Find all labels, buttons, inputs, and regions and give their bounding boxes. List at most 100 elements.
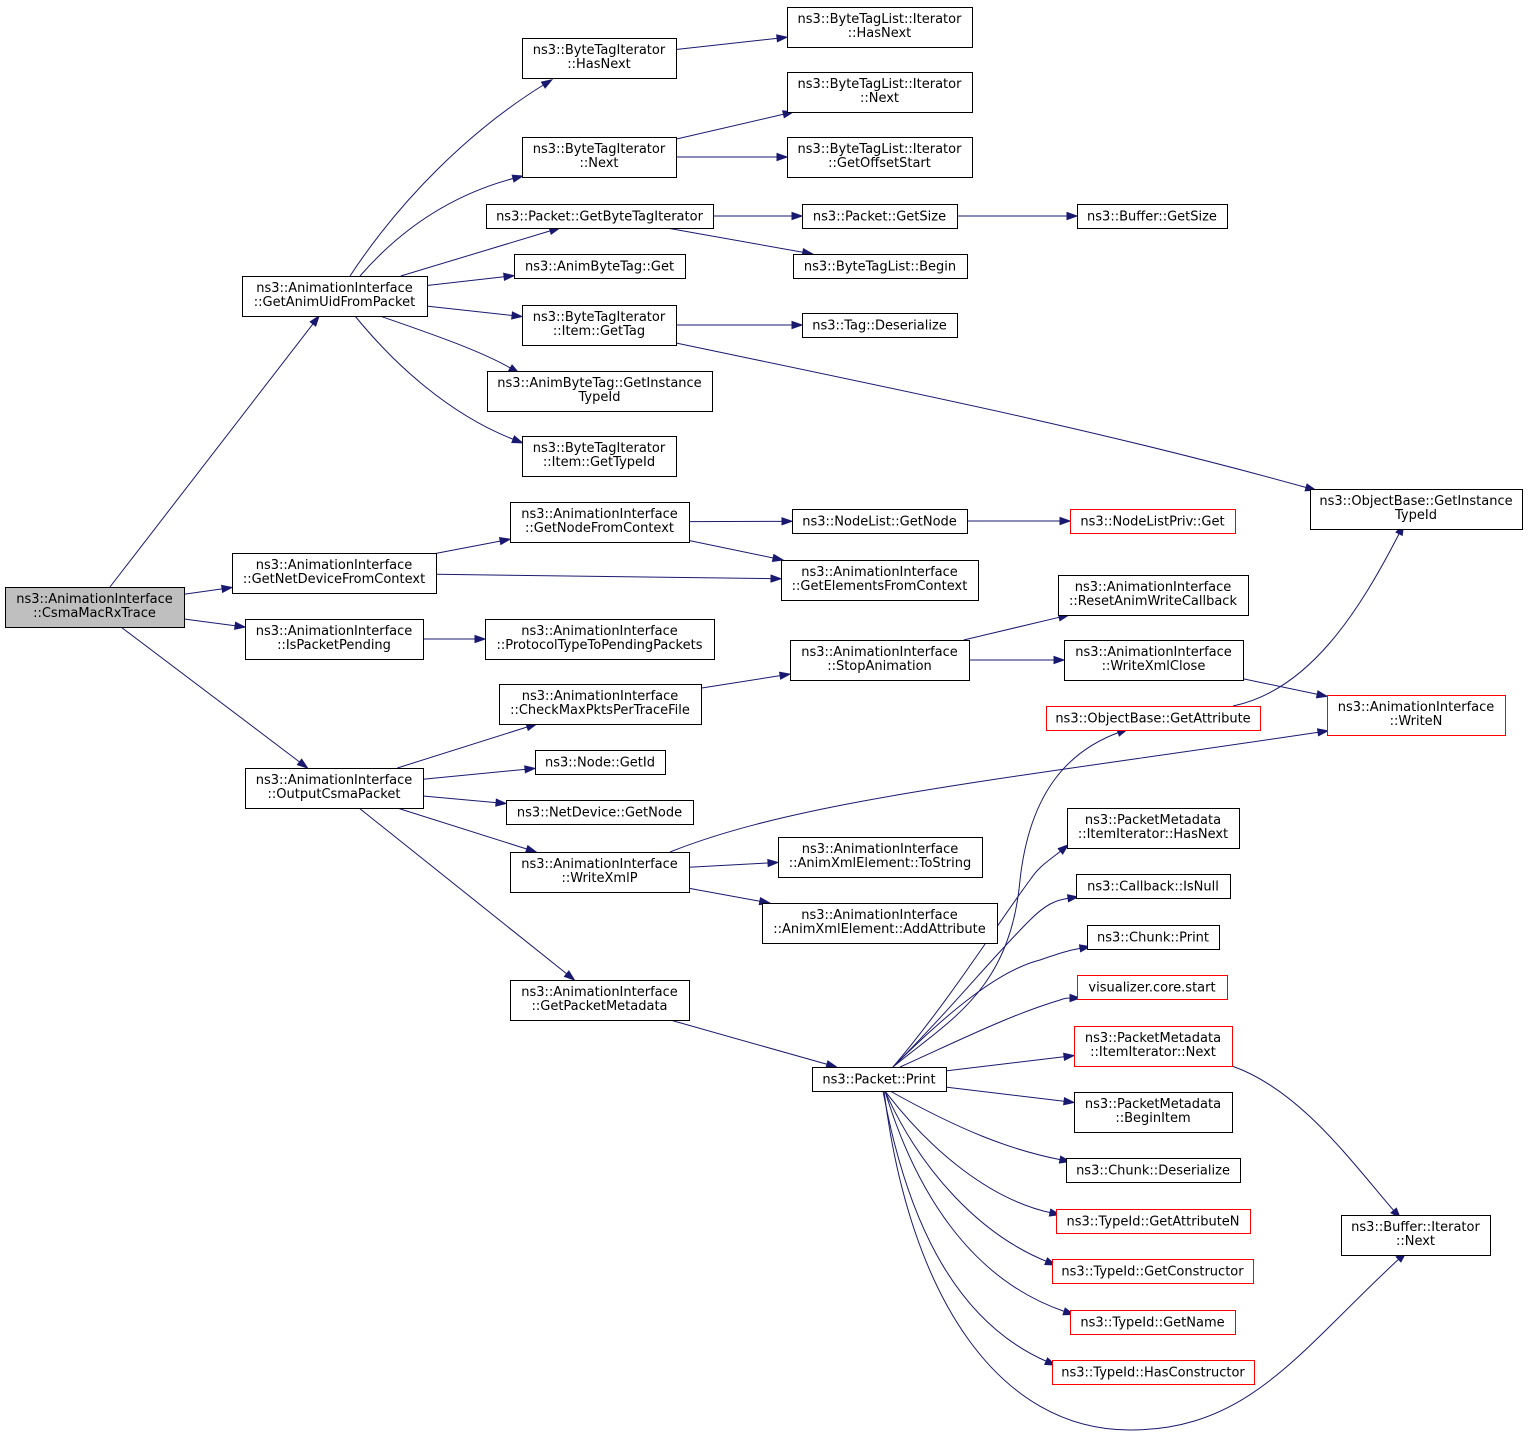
- edge-line: [675, 342, 1309, 489]
- node-n32[interactable]: ns3::AnimationInterface::WriteXmlClose: [1064, 640, 1244, 681]
- node-n49[interactable]: ns3::Buffer::Iterator::Next: [1341, 1215, 1491, 1256]
- node-n30[interactable]: ns3::AnimationInterface::StopAnimation: [790, 640, 970, 681]
- arrowhead-icon: [234, 621, 247, 630]
- node-label: ns3::AnimationInterface: [802, 842, 959, 857]
- node-n11[interactable]: ns3::ByteTagIterator::Item::GetTypeId: [522, 436, 677, 477]
- node-n26[interactable]: ns3::Node::GetId: [535, 750, 666, 775]
- arrowhead-icon: [771, 553, 785, 562]
- node-n5[interactable]: ns3::ByteTagIterator::HasNext: [522, 38, 677, 79]
- edge-line: [666, 227, 803, 253]
- node-n47[interactable]: ns3::TypeId::GetName: [1070, 1310, 1236, 1335]
- node-n42[interactable]: ns3::PacketMetadata::ItemIterator::Next: [1074, 1026, 1233, 1067]
- node-label: ::HasNext: [567, 57, 631, 72]
- node-label: ns3::AnimationInterface: [801, 565, 958, 580]
- node-n38[interactable]: ns3::PacketMetadata::ItemIterator::HasNe…: [1067, 808, 1240, 849]
- node-n16[interactable]: ns3::ByteTagList::Begin: [793, 254, 968, 279]
- node-n31[interactable]: ns3::AnimationInterface::ResetAnimWriteC…: [1058, 575, 1249, 616]
- edge-line: [435, 540, 501, 554]
- edge-n32-n33: [1242, 678, 1329, 699]
- node-n35[interactable]: ns3::AnimationInterface::AnimXmlElement:…: [778, 837, 983, 878]
- node-label: ns3::ByteTagIterator: [533, 310, 666, 325]
- node-n3[interactable]: ns3::AnimationInterface::IsPacketPending: [245, 619, 424, 660]
- node-n36[interactable]: ns3::AnimationInterface::AnimXmlElement:…: [762, 903, 998, 944]
- node-label: ::GetElementsFromContext: [792, 579, 968, 594]
- node-n4[interactable]: ns3::AnimationInterface::OutputCsmaPacke…: [245, 768, 424, 809]
- node-n37[interactable]: ns3::Packet::Print: [812, 1067, 947, 1092]
- edge-line: [426, 276, 505, 287]
- arrowhead-icon: [309, 314, 320, 327]
- node-label: ::AnimXmlElement::AddAttribute: [773, 922, 986, 937]
- edge-line: [945, 1056, 1065, 1072]
- node-box: [232, 553, 437, 594]
- edge-n6-n13: [675, 110, 795, 140]
- arrowhead-icon: [781, 517, 794, 526]
- node-n28[interactable]: ns3::AnimationInterface::WriteXmlP: [510, 852, 690, 893]
- node-n20[interactable]: ns3::AnimationInterface::GetNodeFromCont…: [510, 502, 690, 543]
- node-label: ::ProtocolTypeToPendingPackets: [497, 638, 703, 653]
- node-n0: ns3::AnimationInterface::CsmaMacRxTrace: [5, 587, 185, 628]
- node-n9[interactable]: ns3::ByteTagIterator::Item::GetTag: [522, 305, 677, 346]
- node-box: [792, 509, 968, 534]
- node-n8[interactable]: ns3::AnimByteTag::Get: [514, 254, 686, 279]
- node-n18[interactable]: ns3::Tag::Deserialize: [802, 313, 958, 338]
- node-n21[interactable]: ns3::NodeList::GetNode: [792, 509, 968, 534]
- node-n43[interactable]: ns3::PacketMetadata::BeginItem: [1074, 1092, 1233, 1133]
- node-n29[interactable]: ns3::AnimationInterface::GetPacketMetada…: [510, 980, 690, 1021]
- node-n45[interactable]: ns3::TypeId::GetAttributeN: [1056, 1209, 1251, 1234]
- node-n34[interactable]: ns3::ObjectBase::GetAttribute: [1046, 706, 1261, 731]
- edge-line: [884, 1090, 1053, 1214]
- node-n46[interactable]: ns3::TypeId::GetConstructor: [1052, 1259, 1254, 1284]
- node-n39[interactable]: ns3::Callback::IsNull: [1076, 874, 1231, 899]
- node-box: [802, 204, 958, 229]
- node-n24[interactable]: ns3::AnimationInterface::ProtocolTypeToP…: [485, 619, 715, 660]
- edge-n28-n35: [688, 858, 780, 868]
- node-label: ::BeginItem: [1115, 1111, 1190, 1126]
- node-label: ns3::AnimationInterface: [522, 689, 679, 704]
- node-n22[interactable]: ns3::NodeListPriv::Get: [1070, 509, 1236, 534]
- node-label: ns3::Buffer::Iterator: [1351, 1220, 1480, 1235]
- node-box: [485, 619, 715, 660]
- node-n12[interactable]: ns3::ByteTagList::Iterator::HasNext: [787, 7, 973, 48]
- node-n2[interactable]: ns3::AnimationInterface::GetNetDeviceFro…: [232, 553, 437, 594]
- edge-n28-n36: [688, 887, 772, 906]
- node-label: ns3::ObjectBase::GetInstance: [1319, 494, 1512, 509]
- edge-n28-n33: [669, 728, 1330, 853]
- edge-line: [400, 230, 551, 277]
- node-box: [781, 560, 979, 601]
- node-label: ns3::ByteTagList::Begin: [804, 260, 956, 275]
- edge-n0-n2: [183, 584, 234, 595]
- arrowhead-icon: [525, 844, 538, 853]
- node-n6[interactable]: ns3::ByteTagIterator::Next: [522, 137, 677, 178]
- node-n17[interactable]: ns3::Buffer::GetSize: [1077, 204, 1228, 229]
- node-label: ::CheckMaxPktsPerTraceFile: [510, 703, 690, 718]
- edge-n37-n48: [882, 1090, 1057, 1366]
- node-n33[interactable]: ns3::AnimationInterface::WriteN: [1327, 695, 1506, 736]
- node-n48[interactable]: ns3::TypeId::HasConstructor: [1052, 1360, 1255, 1385]
- node-n7[interactable]: ns3::Packet::GetByteTagIterator: [486, 204, 714, 229]
- node-box: [787, 7, 973, 48]
- edge-line: [435, 573, 772, 580]
- node-n1[interactable]: ns3::AnimationInterface::GetAnimUidFromP…: [242, 276, 428, 317]
- node-box: [1052, 1360, 1255, 1385]
- node-label: ns3::AnimationInterface: [521, 624, 678, 639]
- node-label: ns3::TypeId::GetName: [1080, 1316, 1224, 1331]
- node-n25[interactable]: ns3::AnimationInterface::CheckMaxPktsPer…: [499, 684, 702, 725]
- call-edges: [109, 34, 1408, 1431]
- node-n40[interactable]: ns3::Chunk::Print: [1087, 925, 1220, 950]
- node-box: [245, 768, 424, 809]
- arrowhead-icon: [1315, 690, 1329, 699]
- node-n23[interactable]: ns3::AnimationInterface::GetElementsFrom…: [781, 560, 979, 601]
- node-label: ::GetAnimUidFromPacket: [254, 295, 415, 310]
- node-n27[interactable]: ns3::NetDevice::GetNode: [506, 800, 694, 825]
- node-n15[interactable]: ns3::Packet::GetSize: [802, 204, 958, 229]
- edge-n37-n44: [889, 1090, 1072, 1164]
- node-box: [1070, 1310, 1236, 1335]
- node-n13[interactable]: ns3::ByteTagList::Iterator::Next: [787, 72, 973, 113]
- node-n44[interactable]: ns3::Chunk::Deserialize: [1066, 1158, 1241, 1183]
- node-n41[interactable]: visualizer.core.start: [1077, 975, 1228, 1000]
- node-label: ::Next: [860, 91, 899, 106]
- node-n14[interactable]: ns3::ByteTagList::Iterator::GetOffsetSta…: [787, 137, 973, 178]
- node-label: ns3::AnimationInterface: [1338, 700, 1495, 715]
